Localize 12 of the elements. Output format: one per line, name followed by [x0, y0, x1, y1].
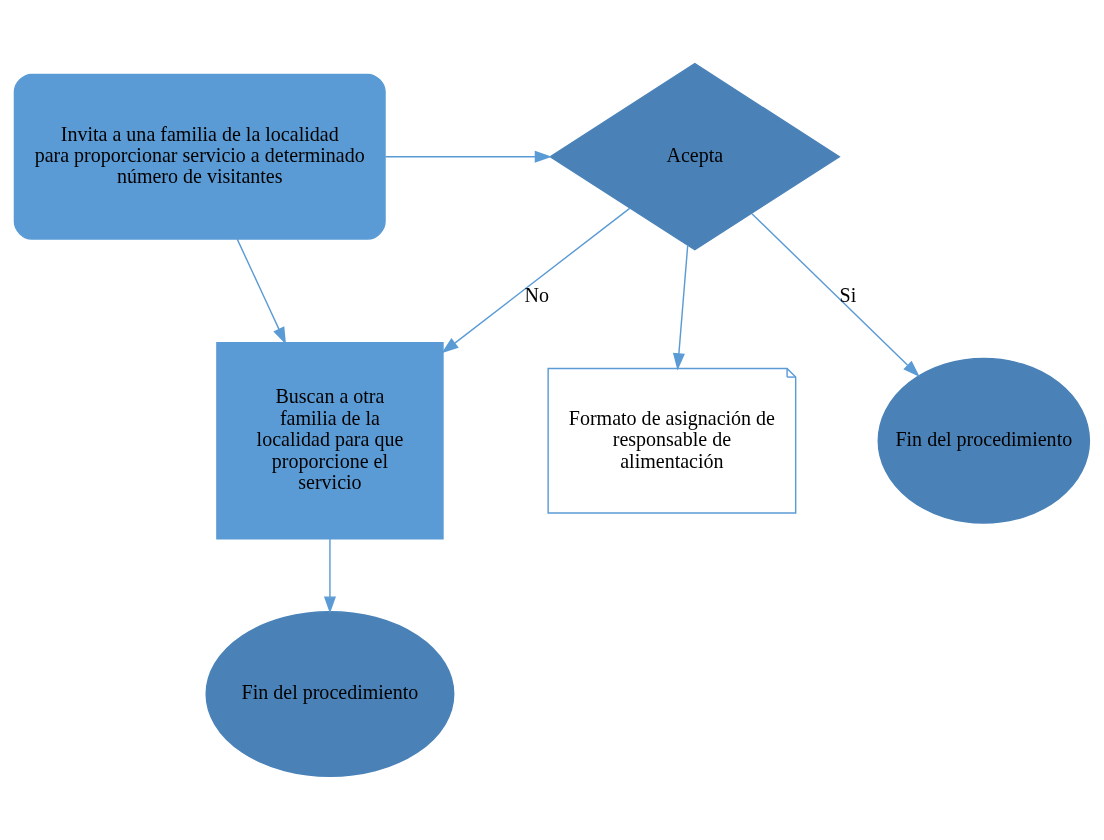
node-box: Buscan a otra familia de la localidad para que proporcione el servicio [216, 342, 444, 540]
arrow [384, 150, 552, 163]
arrow [672, 244, 689, 371]
edge-label: Si [839, 283, 857, 306]
edge-label: No [524, 283, 549, 306]
arrow [751, 213, 920, 378]
arrow [441, 207, 631, 354]
node-ellipse: Fin del procedimiento [205, 611, 455, 777]
arrow [236, 238, 286, 345]
arrow [323, 538, 336, 614]
node-diamond: Acepta [548, 62, 841, 251]
node-box: Invita a una familia de la localidad para proporcionar servicio a determinado número de visitantes [13, 73, 386, 240]
